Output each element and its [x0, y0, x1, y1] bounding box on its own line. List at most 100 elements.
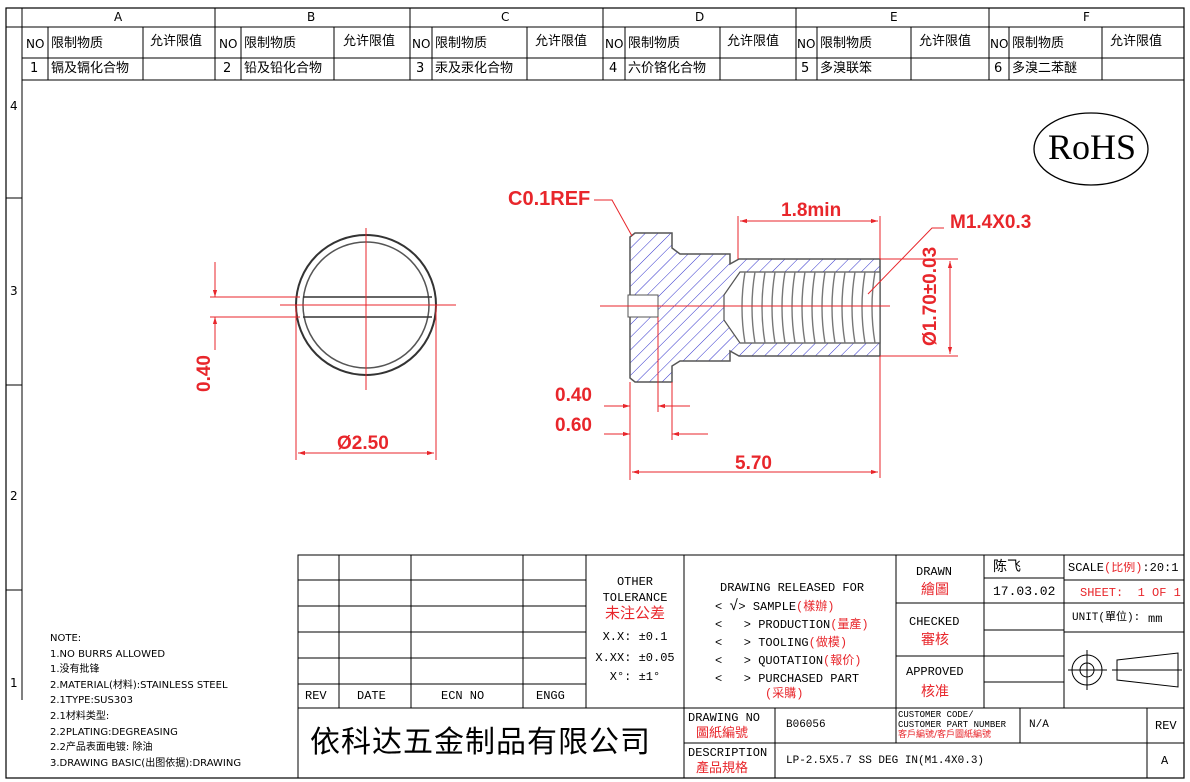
- scale-label: SCALE(比例):20:1: [1068, 562, 1179, 574]
- zone-col-b: B: [307, 10, 316, 24]
- rev-label: REV: [1155, 719, 1177, 733]
- description-label: DESCRIPTION: [688, 746, 768, 760]
- note-line: 3.DRAWING BASIC(出图依据):DRAWING: [50, 757, 242, 769]
- header-substance: 限制物质: [51, 36, 104, 51]
- head-height-label: 0.60: [555, 415, 592, 436]
- zone-column-dividers: [214, 8, 990, 80]
- engg-header: ENGG: [536, 689, 565, 703]
- note-line: 2.1材料类型:: [50, 710, 110, 722]
- checked-label: CHECKED: [909, 615, 960, 629]
- note-line: 1.NO BURRS ALLOWED: [50, 648, 166, 660]
- header-limit: 允许限值: [1110, 34, 1163, 49]
- item-no: 6: [994, 61, 1003, 76]
- tolerance-angle: X°: ±1°: [609, 670, 661, 684]
- item-substance: 铅及铅化合物: [244, 61, 323, 76]
- rohs-ellipse: [1033, 112, 1149, 186]
- header-no: NO: [990, 37, 1009, 51]
- item-no: 2: [223, 61, 232, 76]
- item-no: 3: [416, 61, 425, 76]
- zone-row-1: 1: [10, 676, 18, 690]
- rev-header: REV: [305, 689, 327, 703]
- release-option-purchased[interactable]: < > PURCHASED PART: [715, 672, 860, 686]
- drawing-no-label: DRAWING NO: [688, 711, 761, 725]
- zone-col-f: F: [1083, 10, 1090, 24]
- zone-col-c: C: [501, 10, 510, 24]
- unit-value: mm: [1148, 612, 1163, 626]
- unit-label: UNIT(單位):: [1072, 612, 1141, 624]
- head-diameter-dimension: [295, 305, 437, 460]
- customer-code: N/A: [1029, 719, 1049, 731]
- ecn-header: ECN NO: [441, 689, 485, 703]
- slot-width-dimension: [210, 262, 300, 350]
- rohs-mark: RoHS: [1048, 127, 1137, 167]
- head-end-view: [280, 228, 456, 390]
- sheet-number: SHEET: 1 OF 1: [1080, 586, 1181, 600]
- check-mark: √: [729, 598, 739, 615]
- thread-length-label: 1.8min: [781, 200, 842, 221]
- header-limit: 允许限值: [150, 34, 203, 49]
- zone-row-2: 2: [10, 489, 18, 503]
- date-header: DATE: [357, 689, 386, 703]
- release-option-quotation[interactable]: < > QUOTATION(報价): [715, 654, 862, 668]
- item-substance: 多溴联笨: [820, 61, 873, 76]
- notes: NOTE: 1.NO BURRS ALLOWED 1.没有批锋 2.MATERI…: [50, 631, 241, 771]
- tolerance-title: OTHER: [616, 575, 653, 589]
- release-option-production[interactable]: < > PRODUCTION(量產): [715, 618, 869, 632]
- zone-col-d: D: [695, 10, 705, 24]
- tolerance-x-x: X.X: ±0.1: [602, 630, 668, 644]
- drawn-date: 17.03.02: [993, 584, 1056, 599]
- header-limit: 允许限值: [535, 34, 588, 49]
- thread-label: M1.4X0.3: [950, 212, 1032, 233]
- drawn-name: 陈飞: [993, 559, 1021, 575]
- header-no: NO: [605, 37, 624, 51]
- release-title: DRAWING RELEASED FOR: [720, 581, 865, 595]
- item-substance: 镉及镉化合物: [51, 61, 130, 76]
- approved-label: APPROVED: [906, 665, 964, 679]
- customer-code-label-cn: 客戶編號/客戶圖紙編號: [898, 730, 992, 740]
- tolerance-box: OTHER TOLERANCE 未注公差 X.X: ±0.1 X.XX: ±0.…: [586, 574, 684, 685]
- note-line: 2.MATERIAL(材料):STAINLESS STEEL: [50, 679, 228, 691]
- item-substance: 汞及汞化合物: [435, 61, 514, 76]
- note-line: 2.2产品表面电镀: 除油: [50, 742, 153, 754]
- header-no: NO: [26, 37, 45, 51]
- chamfer-label: C0.1REF: [508, 188, 591, 210]
- drawing-no-label-cn: 圖紙編號: [696, 726, 749, 741]
- header-substance: 限制物质: [1012, 36, 1065, 51]
- customer-code-label: CUSTOMER CODE/: [898, 710, 974, 720]
- description-label-cn: 產品規格: [696, 761, 749, 776]
- description: LP-2.5X5.7 SS DEG IN(M1.4X0.3): [786, 755, 985, 767]
- item-substance: 六价铬化合物: [628, 61, 707, 76]
- tolerance-title-cn: 未注公差: [604, 606, 665, 623]
- release-options: < √> SAMPLE(樣辦) < > PRODUCTION(量產) < > T…: [715, 598, 869, 700]
- zone-col-a: A: [114, 10, 123, 24]
- zone-row-4: 4: [10, 99, 18, 113]
- head-diameter-label: Ø2.50: [337, 433, 389, 454]
- header-limit: 允许限值: [343, 34, 396, 49]
- release-option-sample[interactable]: < √> SAMPLE(樣辦): [715, 598, 835, 615]
- company-name: 依科达五金制品有限公司: [310, 726, 651, 759]
- checked-label-cn: 審核: [921, 632, 949, 648]
- tolerance-x-xx: X.XX: ±0.05: [595, 651, 675, 665]
- drawn-label-cn: 繪圖: [921, 582, 949, 598]
- zone-col-e: E: [890, 10, 898, 24]
- thread-diameter-label: Ø1.70±0.03: [920, 246, 941, 346]
- header-substance: 限制物质: [244, 36, 297, 51]
- header-substance: 限制物质: [628, 36, 681, 51]
- header-limit: 允许限值: [727, 34, 780, 49]
- rohs-table-grid: [22, 27, 1184, 81]
- item-substance: 多溴二苯醚: [1012, 61, 1078, 76]
- header-no: NO: [219, 37, 238, 51]
- title-block-grid: [297, 554, 1185, 779]
- slot-depth-label: 0.40: [555, 385, 592, 406]
- tolerance-title: TOLERANCE: [602, 591, 668, 605]
- total-length-label: 5.70: [735, 453, 772, 474]
- drawing-no: B06056: [786, 719, 826, 731]
- customer-code-label: CUSTOMER PART NUMBER: [898, 720, 1007, 730]
- release-option-tooling[interactable]: < > TOOLING(做模): [715, 636, 848, 650]
- approved-label-cn: 核准: [921, 684, 949, 700]
- release-option-purchased-cn: (采購): [765, 687, 804, 701]
- drawn-label: DRAWN: [916, 565, 953, 579]
- note-line: 2.1TYPE:SUS303: [50, 695, 133, 707]
- header-limit: 允许限值: [919, 34, 972, 49]
